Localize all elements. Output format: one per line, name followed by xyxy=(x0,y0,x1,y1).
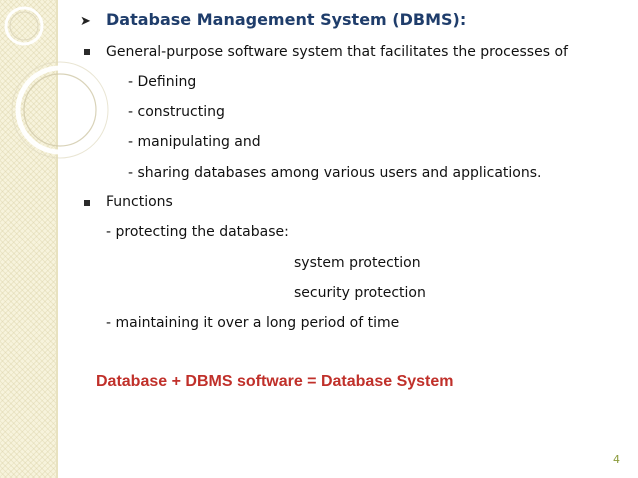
function-protecting: - protecting the database: xyxy=(106,224,289,240)
page-number: 4 xyxy=(613,453,620,466)
function-maintaining: - maintaining it over a long period of t… xyxy=(106,315,400,331)
decorative-rings-graphic xyxy=(4,6,109,159)
side-band-edge xyxy=(56,0,58,478)
protection-security: security protection xyxy=(294,285,426,301)
bullet-general-purpose: General-purpose software system that fac… xyxy=(106,44,568,60)
arrow-bullet-icon: ➤ xyxy=(80,13,91,28)
slide-title: Database Management System (DBMS): xyxy=(106,10,467,29)
subitem-manipulating: - manipulating and xyxy=(128,134,261,150)
equation-text: Database + DBMS software = Database Syst… xyxy=(96,373,454,390)
subitem-constructing: - constructing xyxy=(128,104,225,120)
square-bullet-icon xyxy=(84,200,90,206)
square-bullet-icon xyxy=(84,49,90,55)
bullet-functions: Functions xyxy=(106,194,173,210)
subitem-defining: - Defining xyxy=(128,74,197,90)
protection-system: system protection xyxy=(294,255,421,271)
subitem-sharing: - sharing databases among various users … xyxy=(128,165,542,181)
